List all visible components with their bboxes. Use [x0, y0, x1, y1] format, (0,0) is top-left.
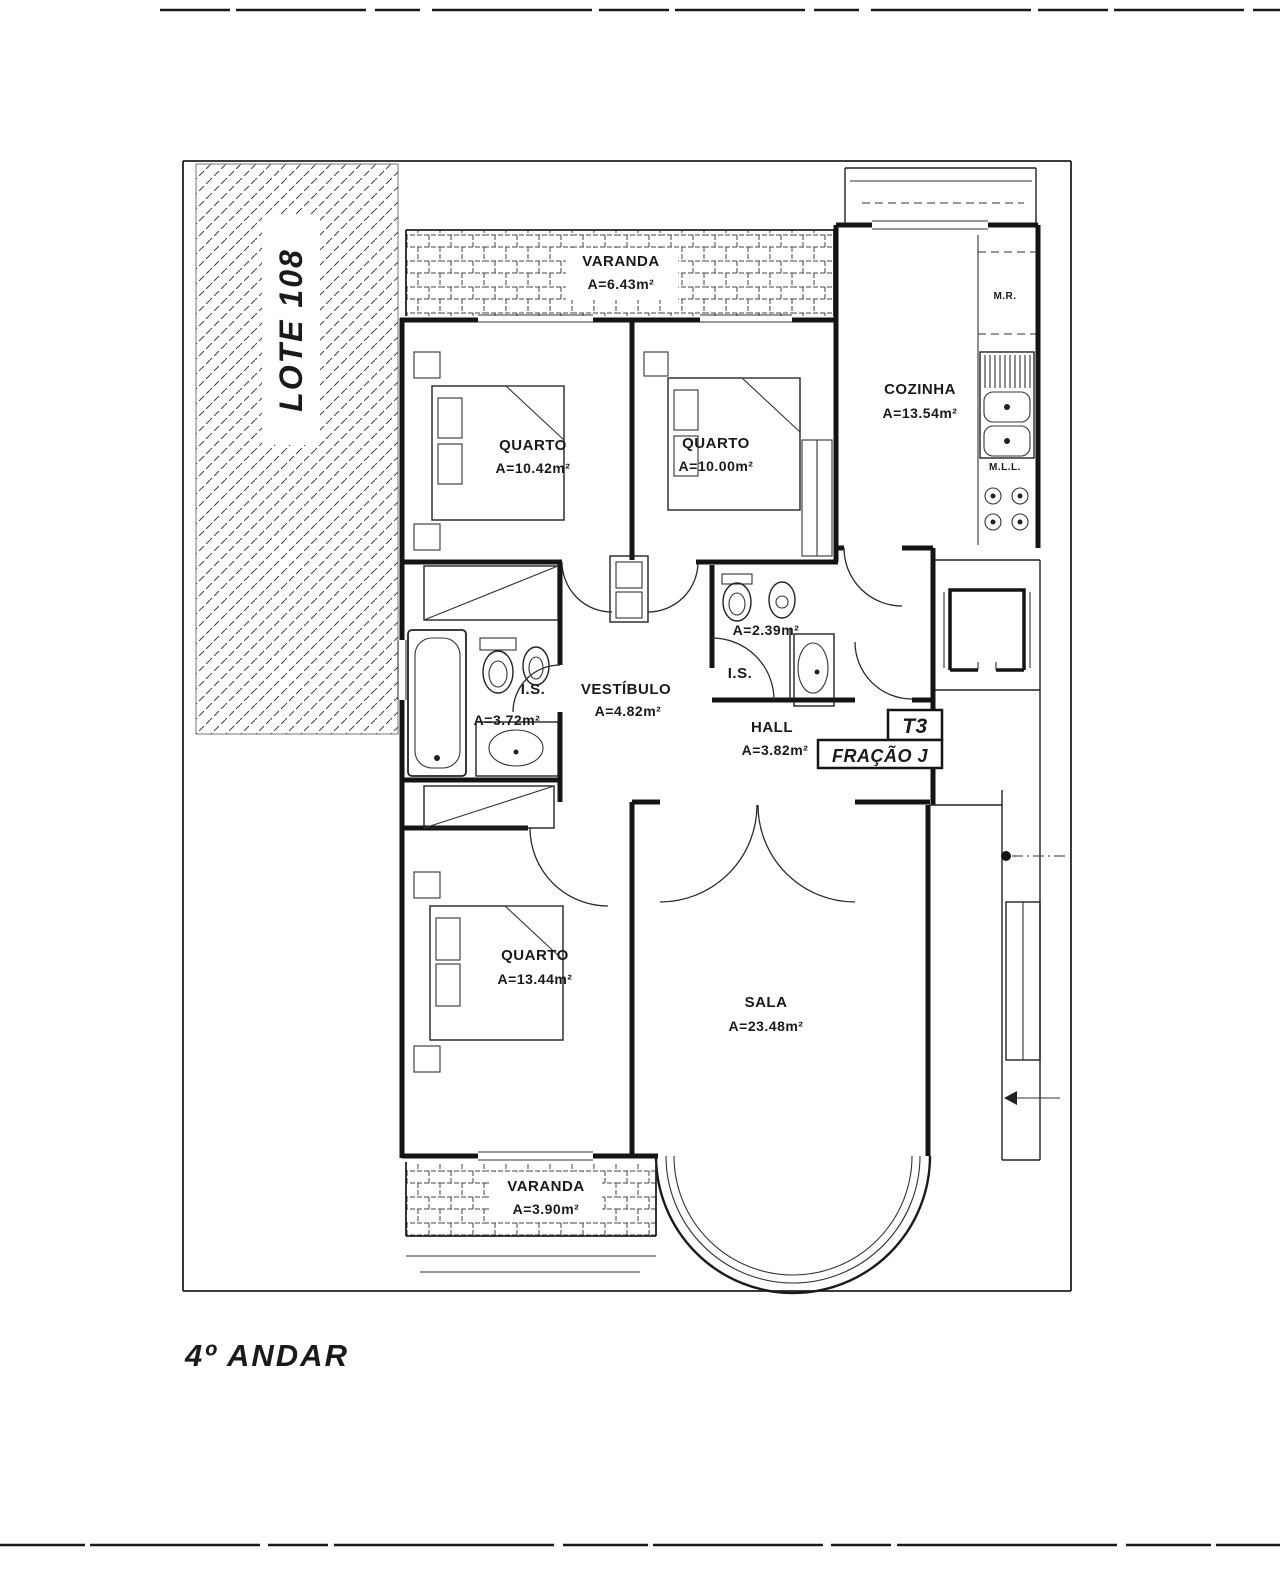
stair-direction-arrow: [1004, 1091, 1017, 1105]
room-area-vestibulo: A=4.82m²: [595, 703, 662, 719]
room-area-is2: A=2.39m²: [733, 622, 800, 638]
elevator: [935, 559, 1041, 691]
unit-fraction-label: FRAÇÃO J: [832, 745, 928, 766]
door-arcs: [512, 547, 913, 907]
room-area-sala: A=23.48m²: [729, 1018, 804, 1034]
room-area-cozinha: A=13.54m²: [883, 405, 958, 421]
room-area-quarto2: A=10.00m²: [679, 458, 754, 474]
room-label-is1: I.S.: [521, 681, 546, 698]
dishwasher-label: M.L.L.: [989, 462, 1021, 473]
terrace-top-right: [844, 167, 1037, 225]
washing-machine-label: M.R.: [993, 291, 1016, 302]
wardrobe-upper-icon: [423, 565, 559, 621]
unit-type-label: T3: [902, 715, 928, 738]
room-area-varanda-top: A=6.43m²: [588, 276, 655, 292]
is1-bathroom: I.S. A=3.72m²: [407, 629, 559, 777]
wardrobe-icon: [801, 439, 833, 557]
stairwell-corridor: [930, 690, 1068, 1161]
is2-bathroom: A=2.39m² I.S.: [721, 573, 835, 707]
closet-icon: [609, 555, 649, 623]
varanda-bottom: VARANDA A=3.90m²: [405, 1162, 657, 1273]
room-label-cozinha: COZINHA: [884, 381, 956, 398]
room-area-is1: A=3.72m²: [474, 712, 541, 728]
quarto1: QUARTO A=10.42m²: [413, 351, 571, 551]
bidet-icon: [768, 581, 796, 619]
room-label-hall: HALL: [751, 719, 793, 736]
washbasin-icon: [475, 721, 559, 777]
room-area-varanda-bottom: A=3.90m²: [513, 1201, 580, 1217]
quarto3: QUARTO A=13.44m²: [413, 871, 573, 1073]
room-label-quarto1: QUARTO: [499, 437, 567, 454]
quarto2: QUARTO A=10.00m²: [643, 351, 833, 557]
cozinha: M.R. M.L.L. COZINHA A=13.54m²: [883, 235, 1036, 545]
windows: [397, 220, 988, 1161]
washbasin-icon: [793, 633, 835, 707]
room-label-varanda-top: VARANDA: [582, 253, 659, 270]
page-border-lines: [0, 8, 1280, 1547]
sala: SALA A=23.48m²: [654, 994, 932, 1295]
toilet-icon: [721, 573, 753, 622]
unit-designation: T3 FRAÇÃO J: [816, 708, 944, 770]
room-label-sala: SALA: [745, 994, 788, 1011]
wardrobe-lower-icon: [423, 785, 555, 829]
room-label-quarto3: QUARTO: [501, 947, 569, 964]
room-label-is2: I.S.: [728, 665, 753, 682]
toilet-icon: [479, 637, 517, 694]
floor-title: 4º ANDAR: [184, 1338, 349, 1373]
bathtub-icon: [407, 629, 467, 777]
walls-thick: [399, 222, 1041, 1159]
bed-icon: [413, 871, 564, 1073]
room-area-quarto1: A=10.42m²: [496, 460, 571, 476]
bed-icon: [413, 351, 565, 551]
room-area-hall: A=3.82m²: [742, 742, 809, 758]
property-boundary: [182, 160, 1072, 1292]
varanda-top: VARANDA A=6.43m²: [405, 229, 835, 316]
room-label-varanda-bottom: VARANDA: [507, 1178, 584, 1195]
stove-icon: [984, 487, 1029, 531]
site-lot-hatch: LOTE 108: [195, 163, 399, 735]
kitchen-sink-icon: [979, 351, 1035, 459]
bed-icon: [643, 351, 801, 511]
vestibulo: VESTÍBULO A=4.82m²: [581, 555, 671, 719]
lot-label: LOTE 108: [273, 248, 309, 412]
room-area-quarto3: A=13.44m²: [498, 971, 573, 987]
hall: HALL A=3.82m²: [742, 719, 809, 758]
room-label-quarto2: QUARTO: [682, 435, 750, 452]
room-label-vestibulo: VESTÍBULO: [581, 681, 671, 698]
